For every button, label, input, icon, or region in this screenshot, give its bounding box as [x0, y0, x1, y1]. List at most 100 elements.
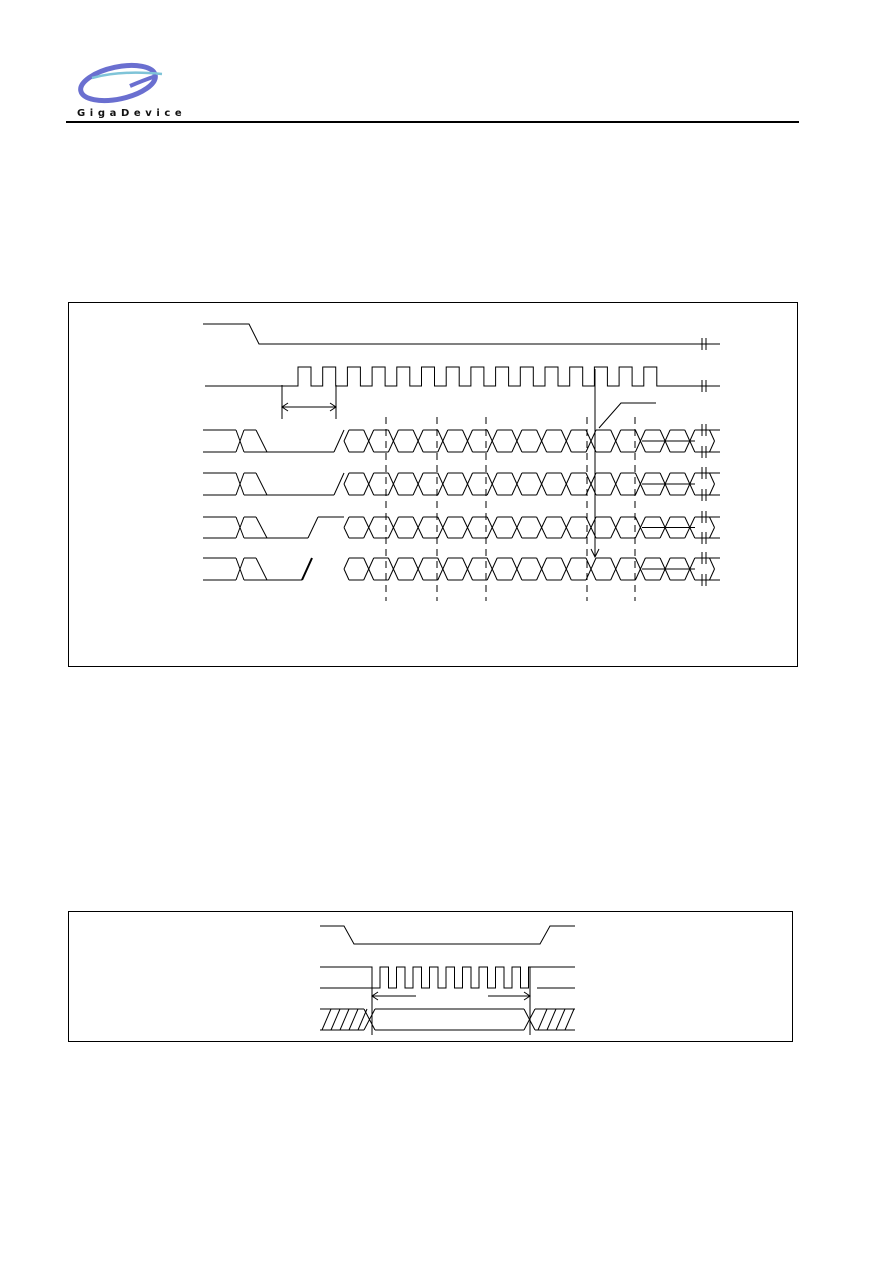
data-eye: [684, 527, 691, 539]
data-eye: [442, 472, 449, 485]
data-eye: [659, 557, 666, 570]
data-eye: [634, 527, 641, 539]
arrow-head: [590, 548, 600, 559]
data-eye: [343, 527, 350, 539]
data-eye: [467, 429, 473, 442]
data-eye: [511, 429, 518, 442]
data-eye: [560, 440, 567, 453]
data-eye: [664, 527, 671, 539]
data-eye: [634, 472, 641, 485]
arrow-head: [281, 402, 289, 412]
data-eye: [536, 527, 543, 539]
data-eye: [541, 483, 548, 496]
data-eye: [565, 568, 572, 581]
data-eye: [417, 440, 424, 453]
data-eye: [417, 483, 424, 496]
data-eye: [442, 516, 449, 528]
data-eye: [486, 429, 493, 442]
data-eye: [639, 472, 646, 485]
data-eye: [634, 440, 641, 453]
data-eye: [709, 527, 715, 539]
data-eye: [684, 483, 691, 496]
data-eye: [639, 516, 646, 528]
data-eye: [387, 516, 394, 528]
data-eye: [560, 516, 567, 528]
io-cross: [235, 472, 245, 496]
data-eye: [486, 568, 493, 581]
data-eye: [684, 472, 691, 485]
data-eye: [412, 527, 419, 539]
data-eye: [664, 429, 671, 442]
data-eye: [565, 516, 572, 528]
data-eye: [659, 483, 666, 496]
hatch-stroke: [339, 1008, 350, 1031]
data-eye: [437, 568, 444, 581]
data-eye: [437, 527, 444, 539]
data-eye: [442, 429, 449, 442]
data-eye: [363, 527, 370, 539]
data-eye: [610, 483, 617, 496]
hatch-stroke: [555, 1008, 566, 1031]
data-eye: [684, 429, 691, 442]
io-cross: [235, 557, 245, 581]
data-eye: [689, 472, 696, 485]
data-eye: [684, 568, 691, 581]
data-eye: [467, 440, 473, 453]
data-eye: [560, 557, 567, 570]
data-eye: [615, 557, 622, 570]
data-eye: [491, 440, 498, 453]
data-eye: [511, 516, 518, 528]
data-eye: [659, 516, 666, 528]
data-eye: [585, 440, 592, 453]
data-eye: [363, 429, 370, 442]
data-eye: [610, 429, 617, 442]
data-eye: [343, 472, 350, 485]
data-eye: [610, 516, 617, 528]
data-eye: [709, 568, 715, 581]
data-eye: [462, 429, 468, 442]
serial-read-timing-diagram: [68, 911, 794, 1043]
data-eye: [664, 516, 671, 528]
data-eye: [491, 557, 498, 570]
data-eye: [412, 483, 419, 496]
data-eye: [343, 516, 350, 528]
data-eye: [634, 557, 641, 570]
data-eye: [516, 527, 523, 539]
data-eye: [516, 557, 523, 570]
arrow-head: [329, 402, 337, 412]
io-edge: [255, 472, 268, 496]
data-eye: [511, 527, 518, 539]
data-eye: [467, 568, 473, 581]
hatch-stroke: [348, 1008, 359, 1031]
data-eye: [560, 472, 567, 485]
data-eye: [343, 440, 350, 453]
data-eye: [689, 483, 696, 496]
data-eye: [615, 429, 622, 442]
hatch-stroke: [321, 1008, 332, 1031]
data-eye: [412, 429, 419, 442]
data-eye: [516, 483, 523, 496]
data-eye: [585, 472, 592, 485]
data-eye: [417, 472, 424, 485]
data-eye: [467, 483, 473, 496]
bus-edge: [363, 1008, 376, 1031]
data-eye: [511, 472, 518, 485]
data-eye: [368, 440, 375, 453]
data-eye: [560, 527, 567, 539]
data-eye: [536, 516, 543, 528]
data-eye: [639, 440, 646, 453]
gigadevice-logo-icon: [78, 62, 163, 104]
data-eye: [368, 483, 375, 496]
hatch-stroke: [546, 1008, 557, 1031]
brand-logo: GigaDevice: [70, 58, 182, 120]
data-eye: [615, 516, 622, 528]
data-eye: [412, 516, 419, 528]
data-eye: [565, 429, 572, 442]
data-eye: [368, 516, 375, 528]
data-eye: [659, 472, 666, 485]
data-eye: [610, 440, 617, 453]
data-eye: [462, 516, 468, 528]
data-eye: [590, 557, 597, 570]
data-eye: [387, 472, 394, 485]
data-eye: [437, 483, 444, 496]
